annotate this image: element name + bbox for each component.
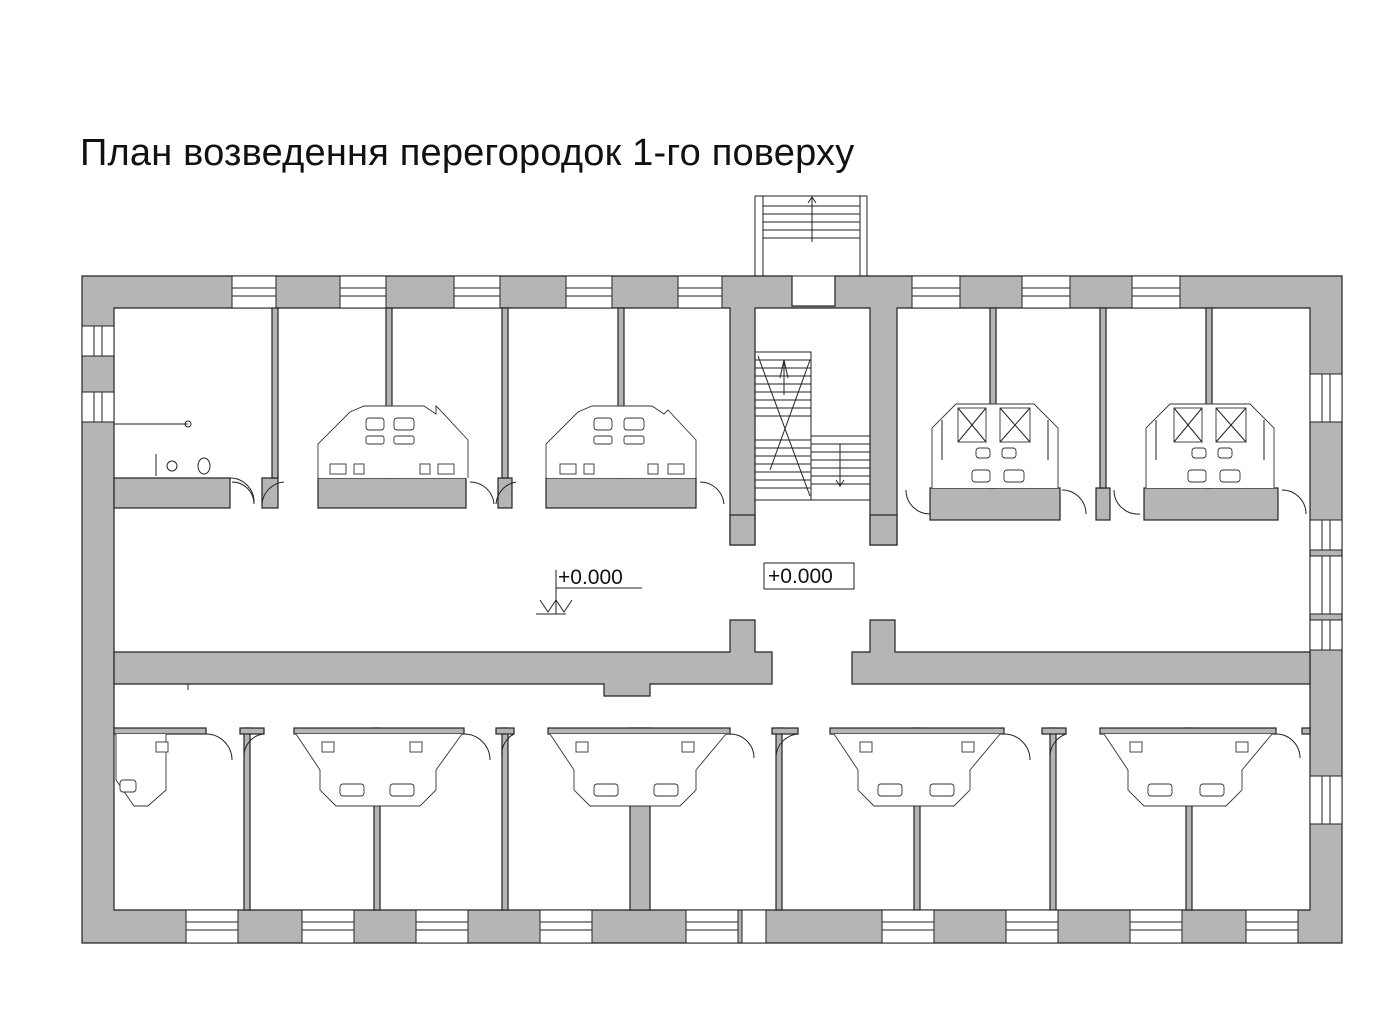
corridor-level-label: +0.000: [558, 566, 623, 589]
level-mark-corridor: +0.000: [536, 566, 642, 615]
side-windows: [81, 325, 1343, 825]
outer-walls: [81, 275, 1343, 944]
bottom-windows: [185, 909, 1299, 944]
lower-bath-blocks: [115, 733, 1273, 807]
entrance-stairs: [754, 195, 868, 277]
upper-bath-blocks-right: [931, 403, 1275, 488]
upper-bath-blocks: [317, 404, 697, 478]
level-mark-stair: +0.000: [763, 562, 855, 590]
stair-level-label: +0.000: [768, 565, 833, 588]
lower-partitions: [113, 727, 1311, 911]
top-windows: [231, 275, 1181, 309]
plan-title: План возведення перегородок 1-го поверху: [80, 132, 855, 174]
internal-stair: [754, 351, 871, 501]
door-swings: [187, 481, 1307, 761]
corridor-walls: [113, 477, 1311, 697]
upper-partitions: [271, 307, 1213, 489]
